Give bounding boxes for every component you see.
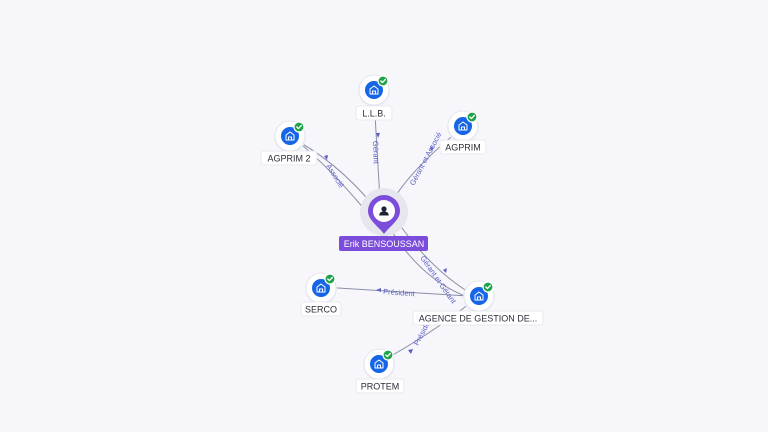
verified-check-icon: [466, 111, 478, 123]
company-label: SERCO: [305, 305, 337, 315]
edge-agence-serco[interactable]: [321, 286, 469, 297]
building-icon: [316, 283, 326, 293]
company-label: PROTEM: [361, 382, 400, 392]
verified-check-icon: [293, 121, 305, 133]
company-label-box: [300, 301, 342, 317]
company-label-box: [439, 139, 487, 155]
person-label: Erik BENSOUSSAN: [344, 239, 425, 249]
company-label: L.L.B.: [362, 109, 386, 119]
arrow-serco: [376, 288, 381, 292]
person-label-box: [339, 236, 428, 251]
company-node-agprim2[interactable]: AGPRIM 2: [260, 120, 318, 166]
relation-label-serco: Président: [383, 287, 416, 298]
company-node-llb[interactable]: L.L.B.: [355, 74, 393, 121]
arrow-protem: [408, 349, 413, 354]
verified-check-icon: [324, 273, 336, 285]
person-node[interactable]: Erik BENSOUSSAN: [339, 188, 428, 251]
edge-center-agence-a[interactable]: [394, 217, 476, 297]
building-icon: [369, 85, 379, 95]
company-node-agence[interactable]: AGENCE DE GESTION DE...: [412, 280, 544, 326]
arrow-agence: [443, 268, 447, 273]
verified-check-icon: [482, 281, 494, 293]
company-node-serco[interactable]: SERCO: [300, 272, 342, 317]
building-icon: [285, 131, 295, 141]
company-label-box: [412, 310, 544, 326]
relation-label-agence: Gérant et Gérant: [418, 254, 458, 306]
arrow-agprim: [430, 146, 434, 151]
company-label: AGENCE DE GESTION DE...: [419, 314, 538, 324]
building-icon: [474, 291, 484, 301]
company-label-box: [260, 150, 318, 166]
company-node-protem[interactable]: PROTEM: [355, 348, 405, 394]
verified-check-icon: [382, 349, 394, 361]
relation-label-llb: Gérant: [371, 141, 381, 165]
company-label-box: [355, 378, 405, 394]
company-node-agprim[interactable]: AGPRIM: [439, 110, 487, 155]
company-label: AGPRIM: [445, 143, 481, 153]
relation-label-agprim2: Associé: [324, 162, 346, 189]
company-label-box: [355, 105, 393, 121]
arrow-llb: [376, 133, 380, 138]
arrow-agprim2: [324, 155, 328, 160]
relation-label-agprim: Gérant et Associé: [408, 130, 444, 186]
verified-check-icon: [377, 75, 389, 87]
building-icon: [458, 121, 468, 131]
company-label: AGPRIM 2: [267, 154, 310, 164]
building-icon: [374, 359, 384, 369]
person-icon: [379, 206, 389, 216]
